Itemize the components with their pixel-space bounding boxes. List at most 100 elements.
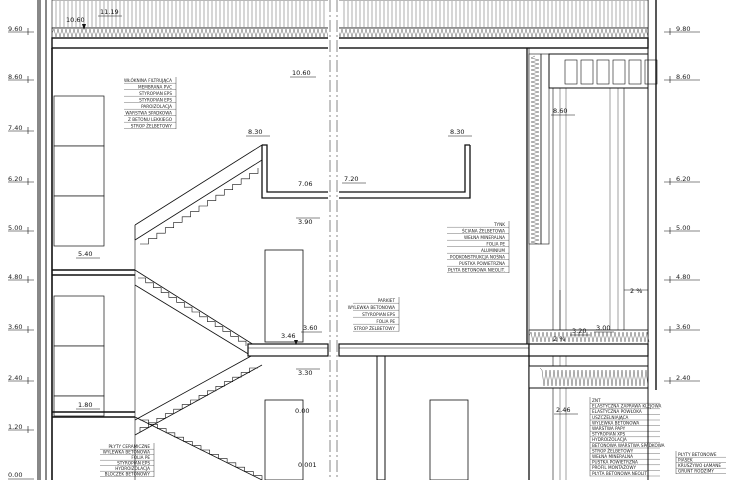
level-marker: 5.00 — [8, 224, 34, 232]
layer-note: PODKONSTRUKCJA NOŚNA — [450, 255, 505, 260]
elevation-label: 0.001 — [298, 461, 317, 469]
slope-label: 2 % — [553, 335, 565, 343]
layer-note: PŁYTY CERAMICZNE — [109, 444, 151, 449]
level-marker: 2.40 — [8, 374, 34, 382]
layer-note: STROP ŻELBETOWY — [131, 124, 173, 129]
layer-note: PAROIZOLACJA — [141, 104, 172, 109]
level-marker: 9.80 — [664, 25, 700, 33]
level-label: 8.60 — [8, 73, 22, 81]
layer-note: KRUSZYWO ŁAMANE — [678, 463, 721, 468]
left-window — [53, 95, 105, 417]
layer-note: WARSTWA SPADKOWA — [125, 111, 172, 116]
layer-note: TYNK — [493, 222, 505, 227]
elevation-label: 2.46 — [556, 406, 570, 414]
level-marker: 8.60 — [8, 73, 34, 81]
layer-note: MEMBRANA PVC — [138, 85, 172, 90]
elevation-label: 3.90 — [298, 218, 312, 226]
level-label: 3.60 — [676, 323, 690, 331]
layer-note: ELASTYCZNA ZAPRAWA KLEJOWA — [592, 404, 662, 409]
layer-note: BETONOWA WARSTWA SPADKOWA — [592, 443, 665, 448]
level-label: 2.40 — [676, 374, 690, 382]
level-label: 4.80 — [8, 273, 22, 281]
layer-note: PUSTKA POWIETRZNA — [592, 460, 638, 465]
level-label: 8.60 — [676, 73, 690, 81]
layer-note: PŁYTA BETONOWA NEOLIT — [592, 471, 647, 476]
layer-note: WŁÓKNINA FILTRUJĄCA — [124, 78, 172, 83]
level-marker: 5.00 — [664, 224, 700, 232]
layer-note: PROFIL MONTAŻOWY — [592, 465, 636, 470]
level-label: 2.40 — [8, 374, 22, 382]
level-label: 0.00 — [8, 471, 22, 479]
elevation-label: 7.06 — [298, 180, 312, 188]
level-marker: 3.60 — [664, 323, 700, 331]
layer-note: ALUMINIUM — [481, 248, 505, 253]
right-level-markers: 9.80 8.60 6.20 5.00 4.80 3.60 2.40 — [664, 25, 700, 382]
staircase — [52, 144, 263, 480]
layer-note: BLOCZEK BETONOWY — [105, 472, 151, 477]
layer-note: Z BETONU LEKKIEGO — [128, 117, 173, 122]
layer-note: FOLIA PE — [131, 455, 150, 460]
level-label: 6.20 — [676, 175, 690, 183]
level-marker: 1.20 — [8, 423, 34, 431]
elevation-label: 10.60 — [66, 16, 85, 24]
level-marker: 4.80 — [664, 273, 700, 281]
level-marker: 3.60 — [8, 323, 34, 331]
layer-note: PIASEK — [678, 458, 693, 463]
level-marker: 8.60 — [664, 73, 700, 81]
elevation-label: 3.46 — [281, 332, 295, 340]
layer-note: PŁYTY BETONOWE — [678, 452, 717, 457]
layer-note: STYROPIAN EPS — [362, 312, 395, 317]
layer-note: STYROPIAN EPS — [139, 98, 172, 103]
layer-note: PUSTKA POWIETRZNA — [459, 261, 505, 266]
level-marker: 7.40 — [8, 124, 34, 132]
layer-note: FOLIA PE — [486, 242, 505, 247]
level-label: 7.40 — [8, 124, 22, 132]
level-label: 4.80 — [676, 273, 690, 281]
layer-note: WEŁNA MINERALNA — [592, 454, 633, 459]
layer-note: STYROPIAN EPS — [139, 91, 172, 96]
level-marker: 9.60 — [8, 25, 34, 33]
level-label: 9.60 — [8, 25, 22, 33]
left-level-markers: 9.60 8.60 7.40 6.20 5.00 4.80 3.60 2.40 … — [8, 25, 34, 480]
level-marker: 0.00 — [8, 471, 34, 480]
layer-note: USZCZELNIAJĄCA — [592, 415, 629, 420]
elevation-label: 7.20 — [344, 175, 358, 183]
elevation-label: 11.19 — [100, 8, 119, 16]
elevation-label: 8.60 — [553, 107, 567, 115]
elevation-label: 8.30 — [248, 128, 262, 136]
level-marker: 6.20 — [8, 175, 34, 183]
layer-note: WARSTWA PAPY — [592, 426, 626, 431]
floor-slab-3-60 — [247, 343, 530, 357]
level-marker: 6.20 — [664, 175, 700, 183]
level-marker: 4.80 — [8, 273, 34, 281]
layer-note: WYLEWKA BETONOWA — [103, 450, 150, 455]
layer-note: WYLEWKA BETONOWA — [592, 420, 639, 425]
elevation-label: 1.80 — [78, 401, 92, 409]
interior-walls — [376, 48, 530, 480]
level-label: 1.20 — [8, 423, 22, 431]
layer-note: ZNT — [592, 398, 601, 403]
layer-note: STROP ŻELBETOWY — [592, 448, 634, 453]
level-label: 6.20 — [8, 175, 22, 183]
elevation-label: 8.30 — [450, 128, 464, 136]
level-label: 9.80 — [676, 25, 690, 33]
elevation-label: 5.40 — [78, 250, 92, 258]
layer-note: HYDROIZOLACJA — [115, 466, 150, 471]
level-marker: 2.40 — [664, 374, 700, 382]
layer-note: ŚCIANA ŻELBETOWA — [462, 229, 505, 234]
elevation-label: 3.00 — [596, 324, 610, 332]
doors — [264, 249, 469, 480]
layer-note: GRUNT RODZIMY — [678, 469, 714, 474]
level-label: 5.00 — [8, 224, 22, 232]
level-label: 3.60 — [8, 323, 22, 331]
roof-slab — [51, 0, 649, 49]
level-label: 5.00 — [676, 224, 690, 232]
layer-note: HYDROIZOLACJA — [592, 437, 627, 442]
elevation-label: 10.60 — [292, 69, 311, 77]
